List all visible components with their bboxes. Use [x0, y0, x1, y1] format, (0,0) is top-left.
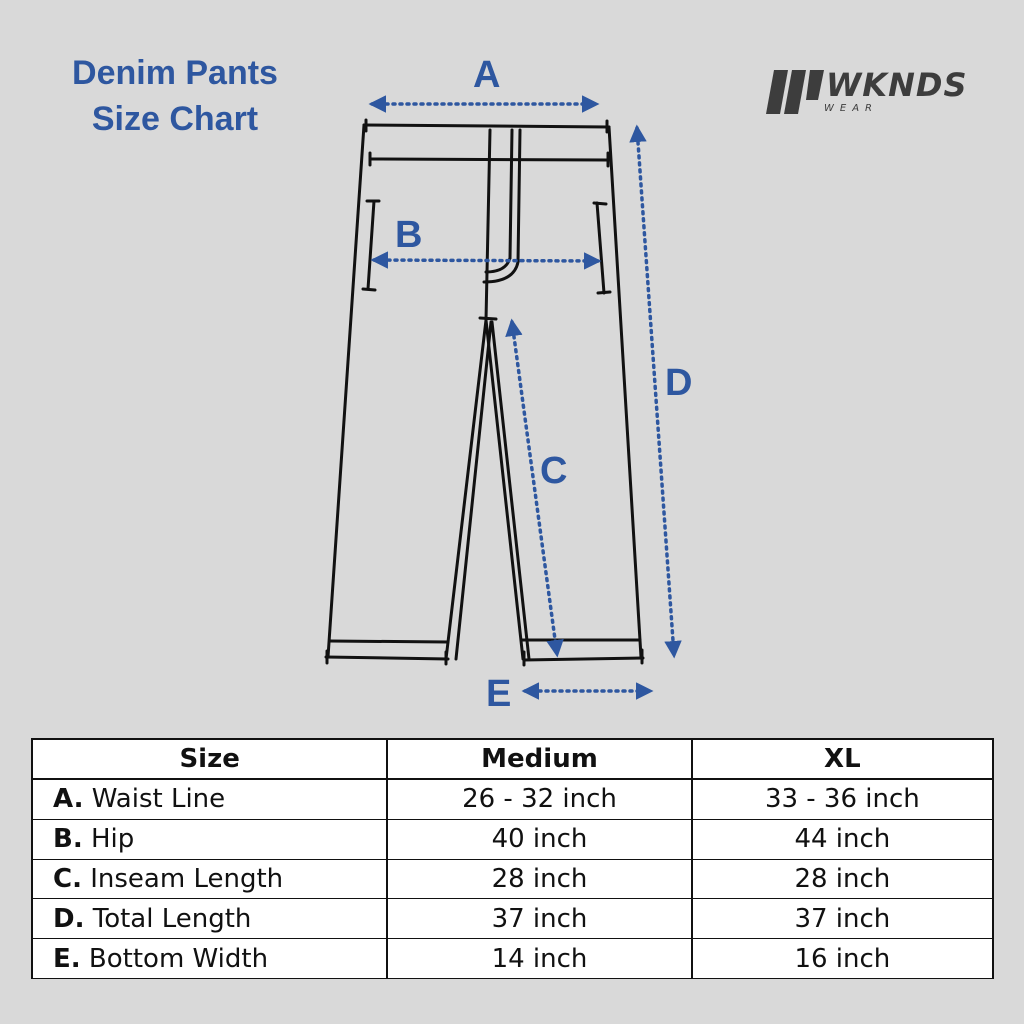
- row-label: A. Waist Line: [30, 778, 389, 820]
- label-c: C: [540, 450, 568, 492]
- table-row: D. Total Length 37 inch 37 inch: [30, 898, 995, 940]
- cell-medium: 40 inch: [386, 818, 693, 860]
- cell-medium: 26 - 32 inch: [386, 778, 693, 820]
- row-letter: C.: [53, 863, 82, 894]
- brand-subtitle: WEAR: [824, 103, 878, 114]
- table-row: A. Waist Line 26 - 32 inch 33 - 36 inch: [30, 778, 995, 820]
- row-letter: B.: [53, 824, 83, 855]
- header-medium: Medium: [386, 738, 693, 780]
- header-size: Size: [30, 738, 389, 780]
- row-letter: D.: [53, 903, 85, 934]
- label-d: D: [665, 362, 693, 404]
- brand-mark-icon: [766, 70, 824, 114]
- cell-xl: 44 inch: [690, 818, 995, 860]
- title-line-2: Size Chart: [91, 100, 259, 138]
- cell-medium: 14 inch: [386, 938, 693, 979]
- table-row: C. Inseam Length 28 inch 28 inch: [30, 858, 995, 900]
- size-table: Size Medium XL A. Waist Line 26 - 32 inc…: [30, 738, 995, 979]
- header-xl: XL: [690, 738, 995, 780]
- cell-xl: 28 inch: [690, 858, 995, 900]
- pants-outline: [324, 118, 645, 667]
- label-b: B: [395, 214, 423, 256]
- row-name: Hip: [90, 824, 135, 855]
- label-a: A: [473, 54, 501, 96]
- arrow-b: [370, 251, 602, 270]
- table-row: B. Hip 40 inch 44 inch: [30, 818, 995, 860]
- row-label: C. Inseam Length: [30, 858, 389, 900]
- page-title: Denim Pants Size Chart: [40, 50, 310, 142]
- label-e: E: [486, 673, 512, 715]
- cell-medium: 37 inch: [386, 898, 693, 940]
- row-letter: A.: [53, 784, 84, 815]
- row-label: B. Hip: [30, 818, 389, 860]
- arrow-d: [629, 124, 682, 659]
- cell-xl: 33 - 36 inch: [690, 778, 995, 820]
- row-letter: E.: [53, 943, 81, 974]
- brand-name: WKNDS: [826, 66, 968, 104]
- row-name: Waist Line: [91, 784, 226, 815]
- brand-logo: WKNDS WEAR: [766, 66, 966, 120]
- row-name: Total Length: [92, 903, 252, 934]
- title-line-1: Denim Pants: [72, 54, 278, 92]
- pants-diagram: [324, 95, 682, 700]
- cell-xl: 37 inch: [690, 898, 995, 940]
- dimension-arrows: [368, 95, 682, 700]
- table-row: E. Bottom Width 14 inch 16 inch: [30, 938, 995, 979]
- cell-medium: 28 inch: [386, 858, 693, 900]
- row-name: Inseam Length: [90, 863, 284, 894]
- row-label: D. Total Length: [30, 898, 389, 940]
- row-name: Bottom Width: [88, 943, 269, 974]
- arrow-c: [505, 318, 564, 658]
- table-header-row: Size Medium XL: [30, 738, 995, 780]
- row-label: E. Bottom Width: [30, 938, 389, 979]
- cell-xl: 16 inch: [690, 938, 995, 979]
